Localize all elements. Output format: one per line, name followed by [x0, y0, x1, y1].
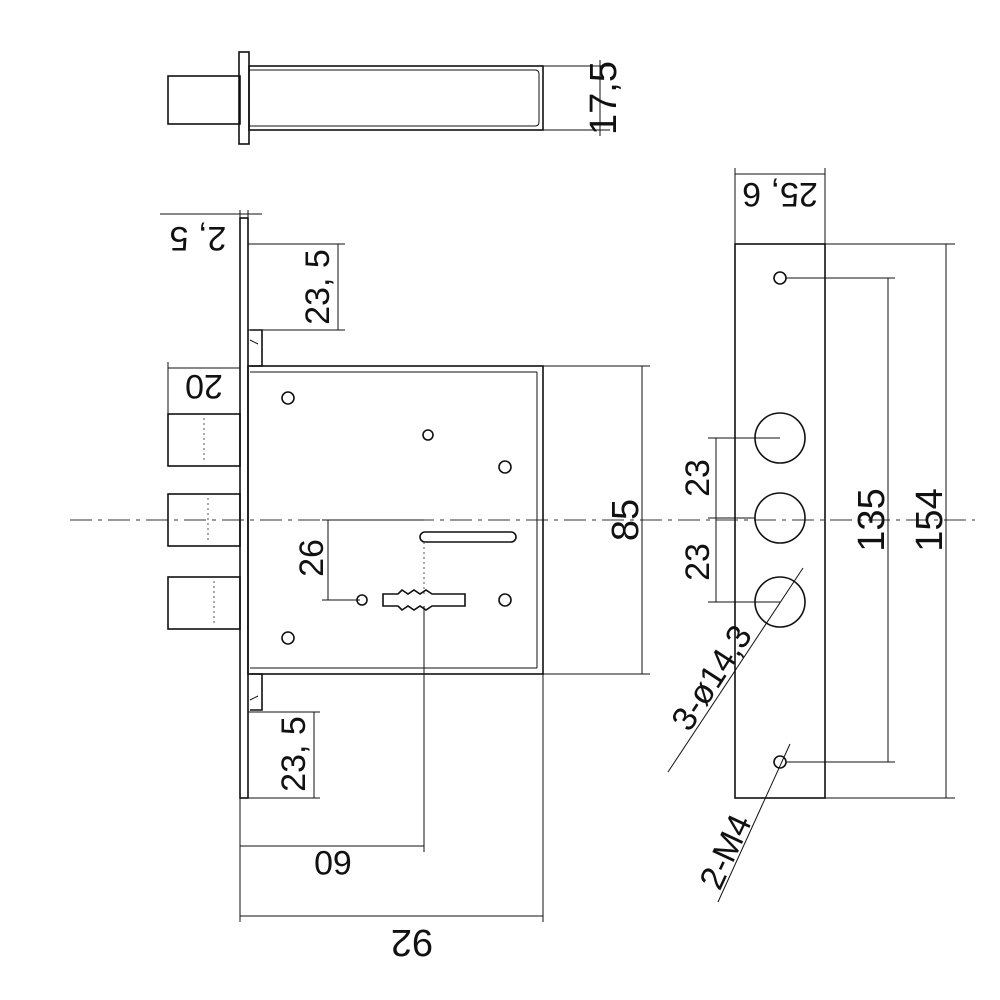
dim-screw-spacing: 135	[851, 488, 893, 551]
label-bolt-holes: 3-ø14,3	[664, 619, 760, 738]
dim-faceplate-width: 25, 6	[742, 175, 818, 213]
faceplate-front-view: 25, 6 23 23 135 154 3-ø14,3 2-M4	[664, 168, 955, 903]
label-screws: 2-M4	[692, 809, 759, 895]
dim-body-height: 85	[605, 499, 647, 541]
dim-bottom-offset: 23, 5	[275, 716, 313, 792]
dim-faceplate-length: 154	[909, 488, 951, 551]
lock-body-side-view: 2, 5 23, 5 26	[160, 210, 650, 963]
dim-bolt-projection: 20	[185, 367, 223, 405]
dim-body-depth: 92	[391, 921, 433, 963]
dim-bolt-height: 17,5	[583, 61, 625, 135]
dim-backset: 60	[314, 843, 352, 881]
bolt-top-view: 17,5	[167, 51, 625, 145]
dim-top-offset: 23, 5	[299, 249, 337, 325]
dim-faceplate-thickness: 2, 5	[170, 219, 227, 257]
dim-spindle-to-cylinder: 26	[293, 539, 331, 577]
dim-hole-spacing-upper: 23	[679, 459, 717, 497]
dim-hole-spacing-lower: 23	[679, 543, 717, 581]
